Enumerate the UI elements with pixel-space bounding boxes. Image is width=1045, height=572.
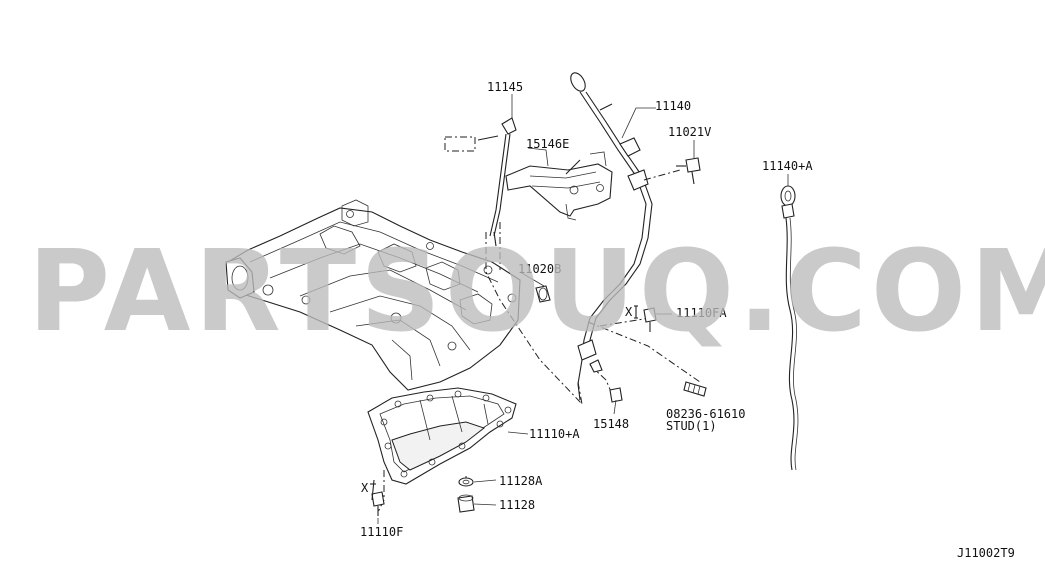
engine-block-frame [225, 199, 521, 391]
label-11021v: 11021V [668, 125, 711, 139]
guide-ref-box [444, 136, 476, 152]
leader-lines [377, 94, 789, 524]
label-11140a: 11140+A [762, 159, 813, 173]
drain-washer-11128a [458, 477, 474, 487]
nut-15148 [589, 359, 623, 403]
guide-tube-11140 [570, 72, 653, 401]
dipstick-guide-11145 [444, 117, 517, 247]
bolt-11110fa [634, 305, 657, 332]
diagram-code: J11002T9 [957, 546, 1015, 560]
stud-08236 [683, 381, 707, 397]
drain-plug-11128 [457, 494, 475, 513]
label-11110fa: 11110FA [676, 306, 727, 320]
label-stud-text: STUD(1) [666, 419, 717, 433]
lower-oil-pan [367, 387, 517, 485]
label-11020b: 11020B [518, 262, 561, 276]
grommet-11020b [535, 285, 551, 303]
bolt-11110f [370, 479, 385, 516]
bracket-15146e [505, 151, 613, 221]
x-mark-right: X [625, 305, 633, 319]
label-15146e: 15146E [526, 137, 569, 151]
label-15148: 15148 [593, 417, 629, 431]
watermark: PARTSOUQ.COM [28, 227, 1045, 357]
label-stud-number: 08236-61610 [666, 407, 745, 421]
assembly-lines [377, 222, 701, 513]
label-11128: 11128 [499, 498, 535, 512]
label-11145: 11145 [487, 80, 523, 94]
bolt-11021v [643, 157, 701, 185]
label-11140: 11140 [655, 99, 691, 113]
label-11110a: 11110+A [529, 427, 580, 441]
label-11128a: 11128A [499, 474, 543, 488]
x-mark-left: X [361, 481, 369, 495]
dipstick-11140a [780, 185, 799, 471]
label-11110f: 11110F [360, 525, 403, 539]
